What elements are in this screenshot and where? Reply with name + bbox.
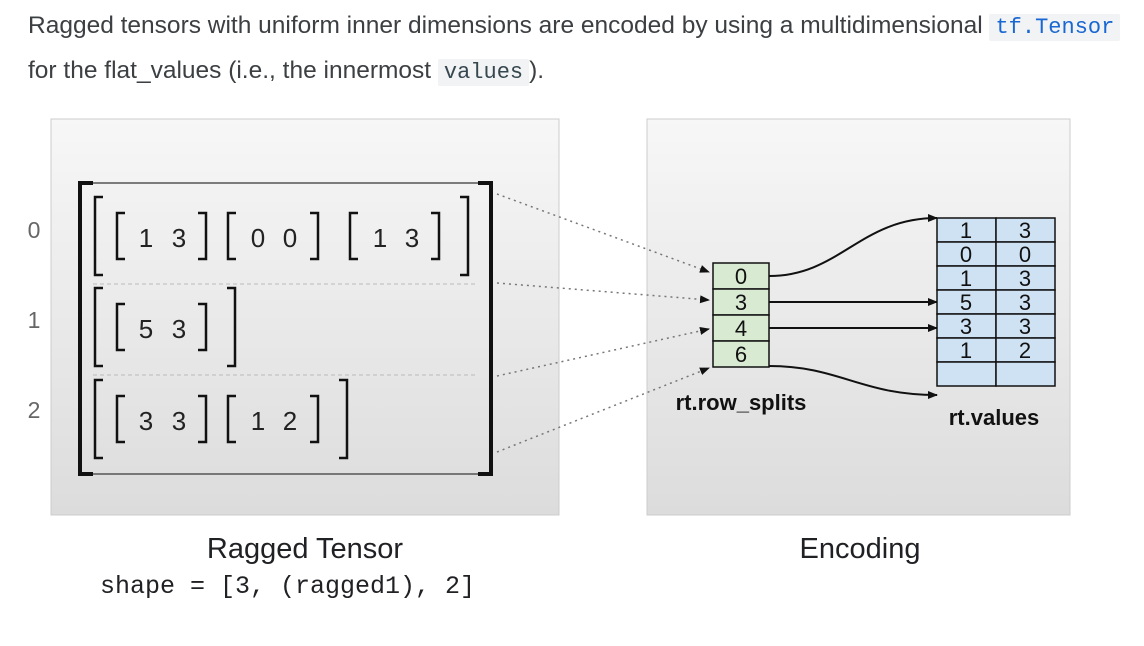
split-arrow <box>768 365 938 399</box>
tensor-element: 3 <box>139 406 153 436</box>
split-arrow <box>768 214 938 277</box>
tensor-element: 2 <box>283 406 297 436</box>
tensor-element: 1 <box>139 223 153 253</box>
encoding-caption: Encoding <box>799 533 921 565</box>
value-cell: 1 <box>960 218 972 243</box>
value-cell: 0 <box>1019 242 1031 267</box>
ragged-tensor-shape: shape = [3, (ragged1), 2] <box>100 572 476 601</box>
row-split-value: 4 <box>735 316 747 341</box>
intro-text-2: for the flat_values (i.e., the innermost <box>28 57 438 84</box>
tf-tensor-code-link[interactable]: tf.Tensor <box>989 14 1121 41</box>
ragged-row-0 <box>93 195 470 277</box>
values-label: rt.values <box>949 405 1040 430</box>
row-split-value: 0 <box>735 264 747 289</box>
ragged-row-1 <box>93 286 237 368</box>
intro-paragraph: Ragged tensors with uniform inner dimens… <box>28 4 1128 94</box>
row-split-value: 3 <box>735 290 747 315</box>
tensor-element: 3 <box>172 406 186 436</box>
intro-text-3: ). <box>529 57 545 84</box>
value-cell: 5 <box>960 290 972 315</box>
intro-text-1: Ragged tensors with uniform inner dimens… <box>28 12 990 39</box>
tensor-element: 1 <box>373 223 387 253</box>
value-cell: 0 <box>960 242 972 267</box>
value-cell: 1 <box>960 266 972 291</box>
outer-tensor-bracket <box>78 181 493 476</box>
values-code: values <box>437 59 530 86</box>
row-index: 1 <box>28 307 41 333</box>
tensor-element: 3 <box>405 223 419 253</box>
dotted-connector <box>496 367 710 453</box>
row-index: 2 <box>28 397 41 423</box>
split-arrows <box>768 214 938 399</box>
value-cell: 2 <box>1019 338 1031 363</box>
ragged-tensor-caption: Ragged Tensor <box>206 533 404 565</box>
value-cell: 3 <box>1019 266 1031 291</box>
row-split-cell <box>712 262 770 290</box>
row-split-cell <box>712 288 770 316</box>
value-cell: 1 <box>960 338 972 363</box>
dotted-connectors <box>496 193 710 453</box>
value-cell: 3 <box>960 314 972 339</box>
ragged-tensor-panel <box>50 118 560 516</box>
tensor-element: 0 <box>283 223 297 253</box>
tensor-element: 1 <box>251 406 265 436</box>
value-cell: 3 <box>1019 314 1031 339</box>
dotted-connector <box>496 193 710 273</box>
value-cell: 3 <box>1019 218 1031 243</box>
tensor-element: 3 <box>172 314 186 344</box>
row-split-value: 6 <box>735 342 747 367</box>
ragged-row-2 <box>93 378 349 460</box>
row-splits-array: 0 3 4 6 rt.row_splits <box>676 262 807 415</box>
value-cell: 3 <box>1019 290 1031 315</box>
tensor-element: 3 <box>172 223 186 253</box>
row-split-cell <box>712 340 770 368</box>
tensor-element: 0 <box>251 223 265 253</box>
tensor-element: 5 <box>139 314 153 344</box>
values-array: 1 3 0 0 1 3 5 3 3 3 1 2 rt.values <box>936 217 1056 430</box>
row-splits-label: rt.row_splits <box>676 390 807 415</box>
row-index: 0 <box>28 217 41 243</box>
dotted-connector <box>496 327 710 377</box>
row-indices: 0 1 2 <box>28 217 41 423</box>
